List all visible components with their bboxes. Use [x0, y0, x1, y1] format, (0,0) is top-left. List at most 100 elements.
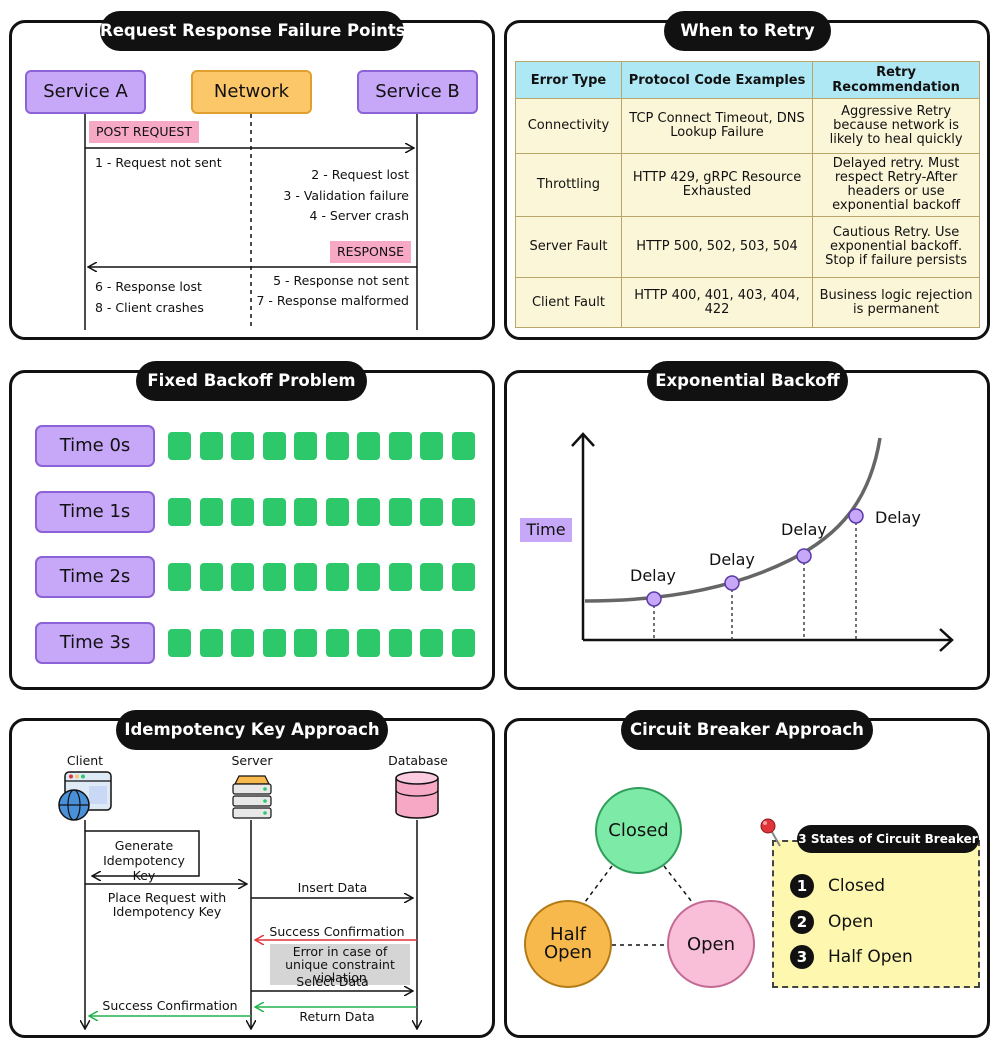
failure-point-7: 7 - Response malformed [256, 293, 410, 308]
idempotency-title: Idempotency Key Approach [116, 710, 388, 750]
request-block [420, 498, 443, 526]
request-block [325, 629, 349, 657]
time-axis-label: Time [520, 518, 572, 542]
delay-label: Delay [630, 566, 676, 585]
state-item-label: Half Open [828, 947, 913, 967]
request-block [231, 629, 254, 657]
states-note-title: 3 States of Circuit Breaker [797, 825, 979, 853]
request-block [199, 498, 223, 526]
fixed-backoff-title: Fixed Backoff Problem [136, 361, 367, 401]
request-block [199, 629, 223, 657]
request-block [294, 629, 317, 657]
request-block [168, 563, 191, 591]
post-request-tag: POST REQUEST [89, 121, 199, 143]
failure-point-4: 4 - Server crash [309, 208, 409, 223]
state-item-open: 2 Open [790, 910, 873, 934]
exponential-backoff-panel [504, 370, 990, 690]
request-block [168, 629, 191, 657]
request-block [231, 432, 254, 460]
state-item-half-open: 3 Half Open [790, 945, 913, 969]
request-block [168, 432, 191, 460]
table-cell: TCP Connect Timeout, DNS Lookup Failure [620, 98, 814, 154]
request-block [388, 432, 412, 460]
delay-label: Delay [875, 508, 921, 527]
state-item-label: Open [828, 912, 874, 932]
table-row: Client Fault HTTP 400, 401, 403, 404, 42… [515, 277, 980, 328]
table-cell: Server Fault [515, 216, 622, 278]
request-block [451, 498, 475, 526]
request-block [357, 498, 380, 526]
server-label: Server [231, 753, 273, 768]
table-cell: Client Fault [515, 277, 622, 328]
request-block [262, 432, 286, 460]
request-block [357, 629, 380, 657]
response-tag: RESPONSE [330, 241, 412, 263]
network-box: Network [191, 70, 312, 114]
table-cell: Delayed retry. Must respect Retry-After … [812, 153, 980, 217]
request-block [325, 563, 349, 591]
service-a-box: Service A [25, 70, 146, 114]
return-data-label: Return Data [299, 1009, 375, 1024]
table-cell: Cautious Retry. Use exponential backoff.… [812, 216, 980, 278]
request-block [451, 563, 475, 591]
request-block [451, 629, 475, 657]
success-confirmation-db-label: Success Confirmation [269, 924, 405, 939]
exponential-backoff-title: Exponential Backoff [647, 361, 848, 401]
failure-point-5: 5 - Response not sent [273, 273, 409, 288]
request-block [294, 563, 317, 591]
client-label: Client [66, 753, 104, 768]
table-row: Throttling HTTP 429, gRPC Resource Exhau… [515, 153, 980, 217]
failure-point-3: 3 - Validation failure [283, 188, 409, 203]
failure-points-panel [9, 20, 495, 340]
table-header: Error Type [515, 61, 622, 99]
request-block [262, 498, 286, 526]
failure-point-2: 2 - Request lost [311, 167, 409, 182]
retry-table: Error Type Protocol Code Examples Retry … [515, 61, 980, 328]
request-block [420, 563, 443, 591]
table-header-row: Error Type Protocol Code Examples Retry … [515, 61, 980, 99]
request-block [388, 629, 412, 657]
open-state: Open [667, 900, 755, 988]
error-note: Error in case of unique constraint viola… [270, 944, 410, 985]
circuit-breaker-title: Circuit Breaker Approach [621, 710, 873, 750]
request-block [199, 432, 223, 460]
time-label-0s: Time 0s [35, 425, 155, 467]
generate-key-label: Generate Idempotency Key [103, 838, 185, 883]
closed-state: Closed [595, 787, 682, 874]
half-open-state: Half Open [524, 900, 612, 988]
table-cell: HTTP 400, 401, 403, 404, 422 [620, 277, 814, 328]
table-cell: Aggressive Retry because network is like… [812, 98, 980, 154]
table-cell: HTTP 500, 502, 503, 504 [620, 216, 814, 278]
time-label-1s: Time 1s [35, 491, 155, 533]
request-block [294, 432, 317, 460]
request-block [325, 432, 349, 460]
number-3-icon: 3 [790, 945, 814, 969]
delay-label: Delay [709, 550, 755, 569]
request-block [231, 563, 254, 591]
request-block [420, 432, 443, 460]
request-block [325, 498, 349, 526]
delay-label: Delay [781, 520, 827, 539]
request-block [357, 563, 380, 591]
time-label-2s: Time 2s [35, 556, 155, 598]
state-item-label: Closed [828, 876, 886, 896]
request-block [388, 563, 412, 591]
request-block [294, 498, 317, 526]
failure-point-1: 1 - Request not sent [95, 155, 222, 170]
service-b-box: Service B [357, 70, 478, 114]
request-block [451, 432, 475, 460]
table-cell: Business logic rejection is permanent [812, 277, 980, 328]
database-label: Database [388, 753, 448, 768]
number-2-icon: 2 [790, 910, 814, 934]
table-cell: Connectivity [515, 98, 622, 154]
table-row: Server Fault HTTP 500, 502, 503, 504 Cau… [515, 216, 980, 278]
success-confirmation-client-label: Success Confirmation [102, 998, 238, 1013]
table-cell: HTTP 429, gRPC Resource Exhausted [620, 153, 814, 217]
table-row: Connectivity TCP Connect Timeout, DNS Lo… [515, 98, 980, 154]
request-block [168, 498, 191, 526]
failure-points-title: Request Response Failure Points [100, 11, 406, 51]
request-block [262, 629, 286, 657]
insert-data-label: Insert Data [297, 880, 368, 895]
table-header: Protocol Code Examples [620, 61, 814, 99]
